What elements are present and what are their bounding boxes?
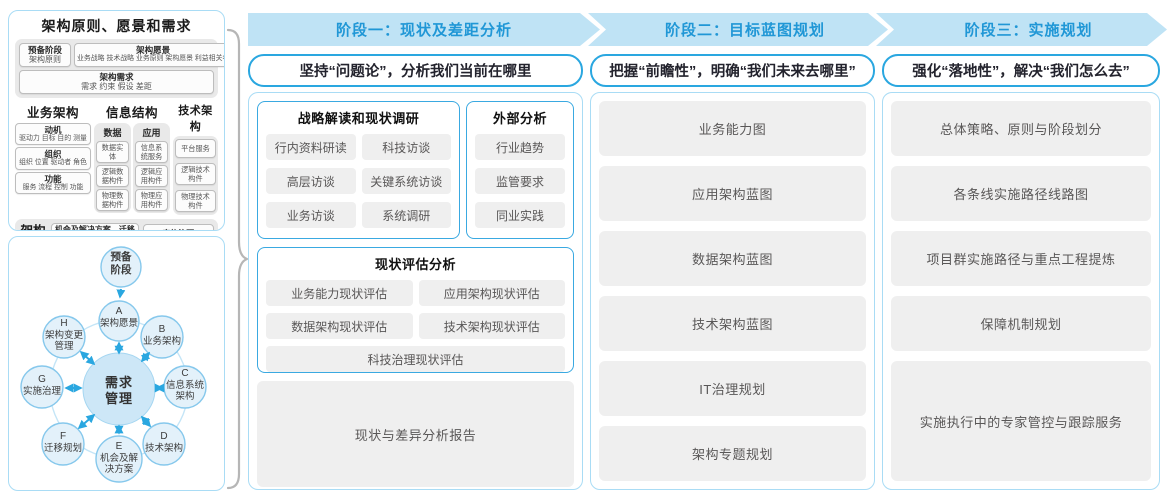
motivation-sub: 驱动力 目标 目的 测量 [19,134,87,142]
phase-panel-3: 总体策略、原则与阶段划分 各条线实施路径线路图 项目群实施路径与重点工程提炼 保… [882,92,1160,490]
technology-item: 逻辑技术构件 [181,164,210,183]
technology-architecture-title: 技术架构 [178,104,213,133]
external-item: 监管要求 [475,168,565,194]
phase-subtitle-1: 坚持“问题论”，分析我们当前在哪里 [248,54,583,87]
external-item: 同业实践 [475,202,565,228]
assessment-item: 技术架构现状评估 [418,313,565,339]
assessment-panel: 现状评估分析 业务能力现状评估 应用架构现状评估 数据架构现状评估 技术架构现状… [257,247,574,373]
research-item: 高层访谈 [266,168,356,194]
deliverable-box: 各条线实施路径线路图 [891,166,1151,221]
technology-group: 平台服务 逻辑技术构件 物理技术构件 [173,135,218,215]
phase-subtitle-3: 强化“落地性”，解决“我们怎么去” [882,54,1160,87]
business-architecture-column: 业务架构 动机 驱动力 目标 目的 测量 组织 组织 位置 驱动者 角色 功能 … [15,102,91,194]
research-title: 战略解读和现状调研 [297,111,420,126]
phase-band-1: 阶段一：现状及差距分析 [248,13,600,46]
implementation-governance-box: 实施治理 标准 指引 规格 [142,224,214,230]
assessment-item: 应用架构现状评估 [418,280,565,306]
opportunities-migration-title: 机会及解决方案、迁移规划 [54,224,135,231]
function-box: 功能 服务 流程 控制 功能 [15,171,91,194]
implementation-governance-title: 实施治理 [146,229,211,230]
external-analysis-title: 外部分析 [492,111,547,126]
realization-title: 架构实现 [20,223,46,231]
data-group-title: 数据 [103,127,122,138]
assessment-item: 业务能力现状评估 [266,280,413,306]
research-panel: 战略解读和现状调研 行内资料研读 科技访谈 高层访谈 关键系统访谈 业务访谈 系… [257,101,460,239]
opportunities-migration-box: 机会及解决方案、迁移规划 工作包 架构契约 [51,222,139,231]
phase-band-1-label: 阶段一：现状及差距分析 [335,22,512,39]
requirements-title: 架构需求 [99,71,134,82]
external-analysis-panel: 外部分析 行业趋势 监管要求 同业实践 [466,101,574,239]
framework-panel: 架构原则、愿景和需求 预备阶段 架构原则 架构愿景 业务战略 技术战略 业务原则… [8,10,225,231]
framework-title: 架构原则、愿景和需求 [41,18,192,34]
organization-sub: 组织 位置 驱动者 角色 [19,159,87,167]
research-item: 科技访谈 [361,134,451,160]
realization-group: 架构实现 机会及解决方案、迁移规划 工作包 架构契约 实施治理 标准 指引 规格 [15,218,218,231]
business-architecture-title: 业务架构 [26,105,79,120]
report-box: 现状与差异分析报告 [257,381,574,487]
prep-phase-title: 预备阶段 [27,45,62,55]
organization-title: 组织 [44,149,62,160]
prep-phase-box: 预备阶段 架构原则 [19,43,71,67]
vision-box: 架构愿景 业务战略 技术战略 业务原则 架构愿景 利益相关者 [74,43,225,67]
deliverable-box: IT治理规划 [599,361,866,416]
requirements-box: 架构需求 需求 约束 假设 差距 [19,69,214,94]
deliverable-box: 实施执行中的专家管控与跟踪服务 [891,361,1151,481]
deliverable-box: 技术架构蓝图 [599,296,866,351]
prep-phase-sub: 架构原则 [29,55,61,65]
data-item: 物理数据构件 [101,190,124,209]
data-item: 逻辑数据构件 [101,166,124,185]
phase-band-3-label: 阶段三：实施规划 [964,22,1093,39]
technology-item: 平台服务 [181,143,210,153]
assessment-item: 数据架构现状评估 [266,313,413,339]
deliverable-box: 保障机制规划 [891,296,1151,351]
information-structure-title: 信息结构 [105,105,158,120]
phase-band-2-label: 阶段二：目标蓝图规划 [664,22,825,39]
research-item: 关键系统访谈 [361,168,451,194]
motivation-title: 动机 [44,124,62,135]
application-item: 逻辑应用构件 [140,166,163,185]
adm-cycle-diagram [20,246,207,483]
adm-cycle-panel: 预备阶段 需求管理 A 架构愿景 B 业务架构 C 信息系统架构 D 技术架构 … [8,236,225,491]
deliverable-box: 项目群实施路径与重点工程提炼 [891,231,1151,286]
data-item: 数据实体 [101,142,124,161]
data-group: 数据 数据实体 逻辑数据构件 物理数据构件 [94,122,131,213]
application-group-title: 应用 [142,127,161,138]
research-item: 行内资料研读 [266,134,356,160]
phase-subtitle-2: 把握“前瞻性”，明确“我们未来去哪里” [590,54,875,87]
organization-box: 组织 组织 位置 驱动者 角色 [15,147,91,170]
vision-title: 架构愿景 [136,45,171,55]
assessment-title: 现状评估分析 [374,257,456,272]
technology-item: 物理技术构件 [181,191,210,210]
assessment-item-wide: 科技治理现状评估 [266,346,565,372]
framework-top-group: 预备阶段 架构原则 架构愿景 业务战略 技术战略 业务原则 架构愿景 利益相关者… [15,39,224,98]
deliverable-box: 架构专题规划 [599,426,866,481]
application-group: 应用 信息系统服务 逻辑应用构件 物理应用构件 [133,122,170,213]
phase-panel-1: 战略解读和现状调研 行内资料研读 科技访谈 高层访谈 关键系统访谈 业务访谈 系… [248,92,583,490]
vision-sub: 业务战略 技术战略 业务原则 架构愿景 利益相关者 [77,55,225,63]
requirements-sub: 需求 约束 假设 差距 [81,81,152,91]
brace-connector [226,28,249,490]
research-item: 业务访谈 [266,202,356,228]
deliverable-box: 业务能力图 [599,101,866,156]
research-item: 系统调研 [361,202,451,228]
phase-band-2: 阶段二：目标蓝图规划 [588,13,888,46]
technology-architecture-column: 技术架构 平台服务 逻辑技术构件 物理技术构件 [173,102,218,215]
phase-band-3: 阶段三：实施规划 [876,13,1167,46]
application-item: 信息系统服务 [140,142,163,161]
information-structure-column: 信息结构 数据 数据实体 逻辑数据构件 物理数据构件 应用 信息系统服务 [94,102,170,213]
motivation-box: 动机 驱动力 目标 目的 测量 [15,122,91,146]
function-sub: 服务 流程 控制 功能 [22,183,84,191]
deliverable-box: 应用架构蓝图 [599,166,866,221]
deliverable-box: 总体策略、原则与阶段划分 [891,101,1151,156]
function-title: 功能 [44,173,62,184]
phase-panel-2: 业务能力图 应用架构蓝图 数据架构蓝图 技术架构蓝图 IT治理规划 架构专题规划 [590,92,875,490]
deliverable-box: 数据架构蓝图 [599,231,866,286]
application-item: 物理应用构件 [140,190,163,209]
external-item: 行业趋势 [475,134,565,160]
